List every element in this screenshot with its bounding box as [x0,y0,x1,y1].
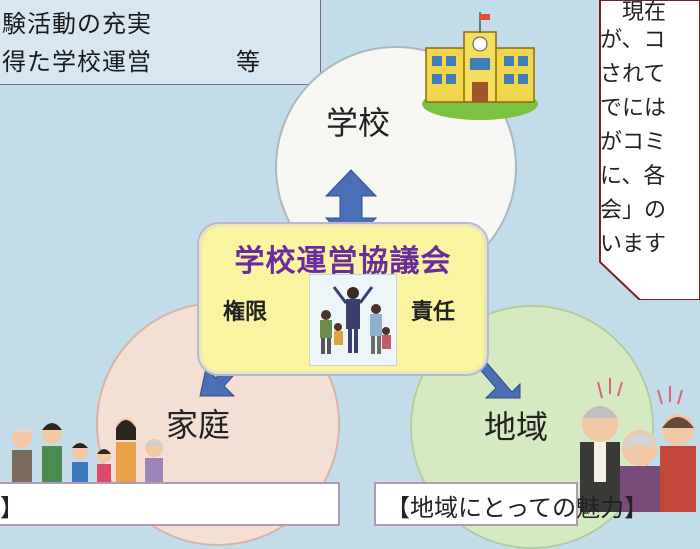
right-panel-line-3: されて [600,62,666,87]
bottom-banner-left: 】 [0,482,340,526]
right-panel-frame [599,0,700,300]
community-appeal-heading: 【地域にとっての魅力】 [386,494,649,522]
right-panel-line-6: に、各 [600,164,666,189]
bottom-banner-left-mark: 】 [0,494,24,522]
people-photo [309,274,397,366]
right-panel-line-7: 会」の [600,198,667,223]
right-panel-line-5: がコミ [600,130,667,155]
top-left-line-1: 験活動の充実 [2,10,152,38]
school-building-icon [422,12,538,120]
home-label: 家庭 [166,406,231,444]
community-label: 地域 [484,408,549,446]
council-title: 学校運営協議会 [234,244,452,279]
right-panel-line-8: います [600,232,667,257]
top-left-line-2-suffix: 等 [236,48,261,76]
top-left-line-2: 得た学校運営 [2,48,152,76]
elderly-people-illustration [580,378,696,512]
right-panel-line-1: 現在 [622,0,667,25]
authority-label: 権限 [223,300,268,325]
school-label: 学校 [326,104,391,142]
bottom-banner-right: 【地域にとっての魅力】 [374,482,648,526]
school-council-box: 学校運営協議会 権限 責任 [197,222,489,376]
right-panel-line-2: が、コ [600,28,666,53]
right-panel-line-4: でには [600,96,667,121]
right-text-panel: 現在 が、コ されて でには がコミ に、各 会」の います [600,0,700,300]
responsibility-label: 責任 [411,300,456,325]
top-left-text-box: 験活動の充実 得た学校運営 等 [0,0,321,85]
